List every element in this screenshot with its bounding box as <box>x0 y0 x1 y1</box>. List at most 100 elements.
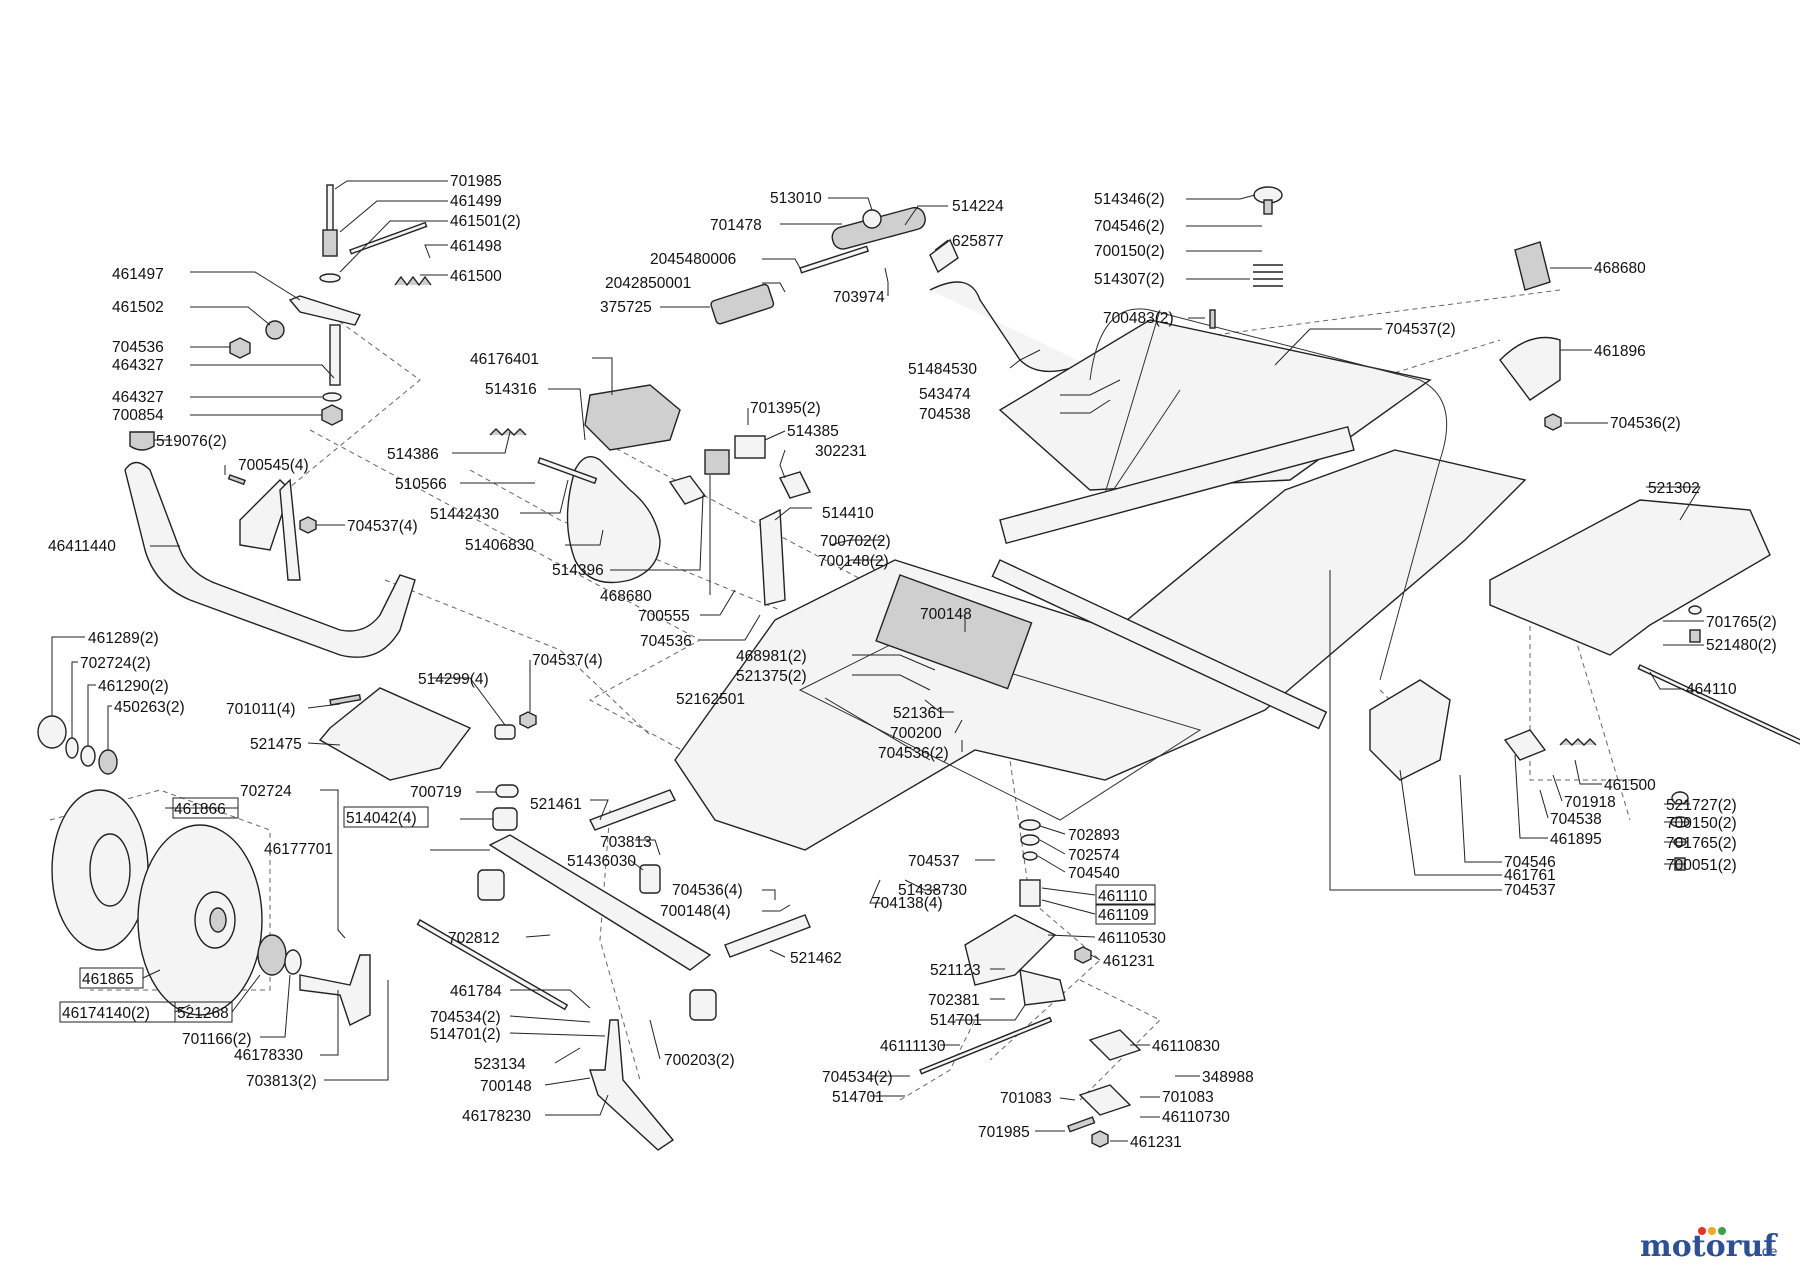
bushing-514042 <box>492 807 518 831</box>
part-label-50: 700148(2) <box>818 553 889 570</box>
part-label-19: 2045480006 <box>650 251 736 268</box>
part-label-39: 704546(2) <box>1094 218 1165 235</box>
part-label-112: 461784 <box>450 983 502 1000</box>
part-label-108: 701166(2) <box>182 1031 252 1048</box>
part-label-47: 543474 <box>919 386 971 403</box>
chassis-deck <box>798 639 1202 821</box>
part-label-16: 514224 <box>952 198 1004 215</box>
bracket-514396 <box>668 475 707 505</box>
part-label-115: 523134 <box>474 1056 526 1073</box>
bracket-46110730 <box>1078 1084 1132 1116</box>
part-label-114: 514701(2) <box>430 1026 501 1043</box>
part-label-125: 701083 <box>1162 1089 1214 1106</box>
part-label-43: 704537(2) <box>1385 321 1456 338</box>
spacer-700719 <box>495 784 519 798</box>
part-label-64: 704538 <box>1550 811 1602 828</box>
bracket-461896 <box>1499 336 1561 401</box>
part-label-124: 701083 <box>1000 1090 1052 1107</box>
part-label-78: 704537(4) <box>532 652 603 669</box>
part-label-18: 625877 <box>952 233 1004 250</box>
part-label-63: 701918 <box>1564 794 1616 811</box>
part-label-51: 700148 <box>920 606 972 623</box>
part-label-62: 461500 <box>1604 777 1656 794</box>
part-label-54: 52162501 <box>676 691 745 708</box>
part-label-11: 519076(2) <box>156 433 227 450</box>
part-label-23: 51484530 <box>908 361 977 378</box>
part-label-9: 464327 <box>112 389 164 406</box>
washer-701765-top <box>1688 605 1702 615</box>
part-label-60: 521480(2) <box>1706 637 1777 654</box>
part-label-2: 461501(2) <box>450 213 521 230</box>
part-label-1: 461499 <box>450 193 502 210</box>
part-label-28: 51442430 <box>430 506 499 523</box>
part-label-79: 514299(4) <box>418 671 489 688</box>
part-label-17: 701478 <box>710 217 762 234</box>
part-label-90: 51438730 <box>898 882 967 899</box>
nut-704537-4 <box>519 711 537 729</box>
bolt-700545 <box>227 474 246 486</box>
part-label-38: 514346(2) <box>1094 191 1165 208</box>
part-label-53: 521375(2) <box>736 668 807 685</box>
part-label-52: 468981(2) <box>736 648 807 665</box>
part-label-36: 700555 <box>638 608 690 625</box>
part-label-34: 468680 <box>600 588 652 605</box>
nut-704536 <box>229 337 251 359</box>
part-label-102: 521123 <box>930 962 981 979</box>
rod-461498 <box>349 221 428 255</box>
part-label-12: 700545(4) <box>238 457 309 474</box>
switch-468680 <box>704 449 730 475</box>
bracket-521462 <box>724 914 811 958</box>
watermark-dot-green <box>1718 1227 1726 1235</box>
dash-panel-700148 <box>875 574 1033 690</box>
part-label-106: 46174140(2) <box>62 1005 150 1022</box>
part-label-113: 704534(2) <box>430 1009 501 1026</box>
bearing-461289 <box>37 715 67 749</box>
part-label-128: 461231 <box>1130 1134 1182 1151</box>
part-label-33: 302231 <box>815 443 867 460</box>
bolt-701011 <box>329 693 362 706</box>
part-label-122: 704534(2) <box>822 1069 893 1086</box>
bushing-lower <box>477 869 505 901</box>
part-label-31: 701395(2) <box>750 400 821 417</box>
plate-521302 <box>1489 499 1771 656</box>
washer-702724 <box>65 737 79 759</box>
part-label-59: 701765(2) <box>1706 614 1777 631</box>
washer-704540 <box>1022 851 1038 861</box>
label-boxes <box>59 797 1156 1023</box>
part-label-22: 703974 <box>833 289 885 306</box>
part-label-98: 461110 <box>1098 888 1148 905</box>
parts-artwork <box>37 184 1800 1151</box>
part-label-0: 701985 <box>450 173 502 190</box>
part-label-45: 461896 <box>1594 343 1646 360</box>
leader-lines <box>51 180 1704 1142</box>
bumper-bracket-2 <box>279 478 301 581</box>
part-label-69: 700051(2) <box>1666 857 1737 874</box>
bracket-464327 <box>329 324 341 386</box>
part-label-116: 700148 <box>480 1078 532 1095</box>
part-label-58: 521302 <box>1648 480 1700 497</box>
gear-521268 <box>257 934 287 976</box>
nut-461231 <box>1074 946 1092 964</box>
part-label-121: 348988 <box>1202 1069 1254 1086</box>
spring-461500 <box>394 275 432 287</box>
part-label-103: 702381 <box>928 992 980 1009</box>
cover-302231 <box>779 471 811 499</box>
part-label-126: 46110730 <box>1162 1109 1230 1126</box>
part-label-95: 702893 <box>1068 827 1120 844</box>
drag-link-46111130 <box>919 1016 1053 1075</box>
switch-514385 <box>734 435 766 459</box>
watermark-dot-orange <box>1708 1227 1716 1235</box>
pedal-46176401 <box>584 384 681 451</box>
part-label-67: 700150(2) <box>1666 815 1737 832</box>
part-label-71: 461761 <box>1504 867 1556 884</box>
part-label-91: 704536(4) <box>672 882 743 899</box>
switch-468680-seat <box>1514 241 1551 291</box>
part-label-88: 51436030 <box>567 853 636 870</box>
part-label-73: 461289(2) <box>88 630 159 647</box>
seal-461290 <box>80 745 96 767</box>
part-label-4: 461497 <box>112 266 164 283</box>
part-label-25: 514316 <box>485 381 537 398</box>
part-label-94: 704138(4) <box>872 895 943 912</box>
nut-704537 <box>299 516 317 534</box>
